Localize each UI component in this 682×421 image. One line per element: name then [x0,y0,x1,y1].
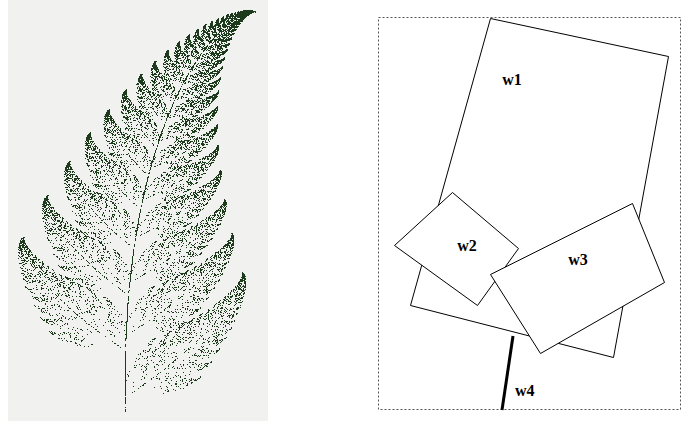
rotated-rectangle [491,204,665,354]
bounding-frame [379,18,681,410]
map-label: w4 [515,382,535,400]
transform-box: w3 [490,203,664,353]
map-label: w3 [568,251,588,269]
fern-photo-ground [8,0,268,421]
stem-line [502,336,513,410]
rotated-rectangle [411,19,669,358]
map-label: w1 [502,71,522,89]
map-label: w2 [457,237,477,255]
fern-illustration [18,10,256,412]
box-outline [490,203,664,353]
